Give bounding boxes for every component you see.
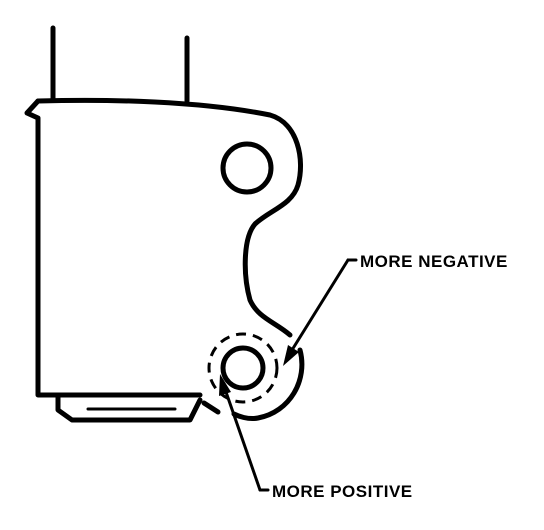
- cam-bolt: [220, 345, 266, 391]
- knuckle-left-edge: [24, 98, 203, 398]
- knuckle-body-outline: [35, 97, 303, 338]
- more-negative-label: MORE NEGATIVE: [360, 252, 508, 271]
- knuckle-lower-tab: [201, 400, 221, 415]
- more-positive-leader: [224, 390, 262, 492]
- upper-bolt-hole: [220, 141, 274, 195]
- knuckle-lower-lobe: [231, 347, 305, 421]
- more-negative-arrowhead: [283, 345, 299, 366]
- more-positive-label: MORE POSITIVE: [272, 482, 413, 501]
- knuckle-base-plate: [55, 392, 203, 423]
- more-negative-leader: [290, 258, 350, 352]
- more-positive-arrowhead: [219, 374, 231, 396]
- cam-bolt-dashed-range: [207, 332, 279, 404]
